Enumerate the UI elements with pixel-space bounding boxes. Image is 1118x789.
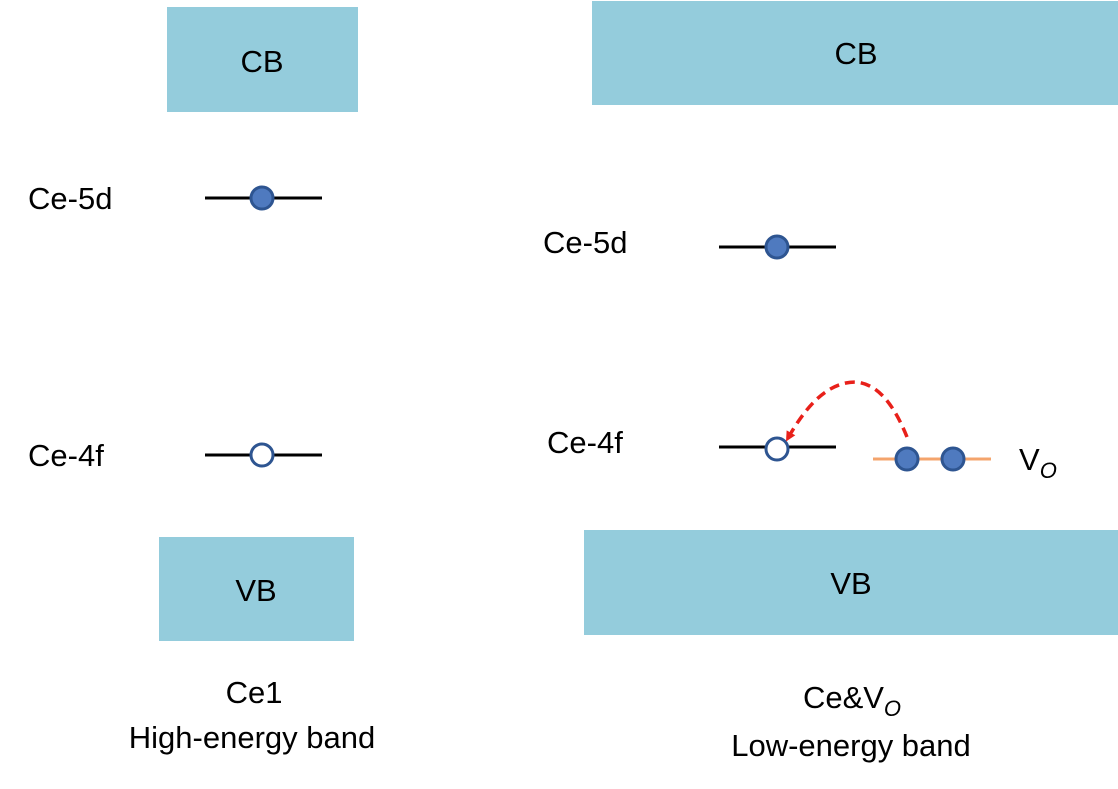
right-valence-band [584,530,1118,635]
right-cb-label: CB [834,36,877,71]
right-caption-title: Ce&VO [803,680,901,721]
electron-transfer-arrow-icon [786,380,909,442]
left-ce5d-electron-icon [249,185,275,211]
right-ce4f-hole-icon [764,436,790,462]
left-conduction-band [167,7,358,112]
left-panel: CB Ce-5d Ce-4f VB Ce1 High-energy band [28,7,375,755]
left-vb-label: VB [235,573,276,608]
right-panel: CB Ce-5d Ce-4f VO VB Ce&VO Low-energy ba… [543,1,1118,763]
left-ce4f-hole-icon [249,442,275,468]
left-caption-subtitle: High-energy band [129,720,375,755]
right-ce5d-label: Ce-5d [543,225,627,260]
right-vo-label: VO [1019,442,1057,483]
right-conduction-band [592,1,1118,105]
right-vo-electron-1-icon [894,446,920,472]
left-valence-band [159,537,354,641]
right-caption-title-main: Ce&V [803,680,884,715]
right-vo-label-main: V [1019,442,1040,477]
left-ce5d-label: Ce-5d [28,181,112,216]
right-vo-electron-2-icon [940,446,966,472]
right-caption-subtitle: Low-energy band [731,728,971,763]
right-vb-label: VB [830,566,871,601]
right-caption-title-sub: O [884,696,901,721]
left-caption-title: Ce1 [226,675,283,710]
right-ce4f-label: Ce-4f [547,425,623,460]
left-cb-label: CB [240,44,283,79]
left-ce4f-label: Ce-4f [28,438,104,473]
right-vo-label-sub: O [1040,458,1057,483]
right-ce5d-electron-icon [764,234,790,260]
